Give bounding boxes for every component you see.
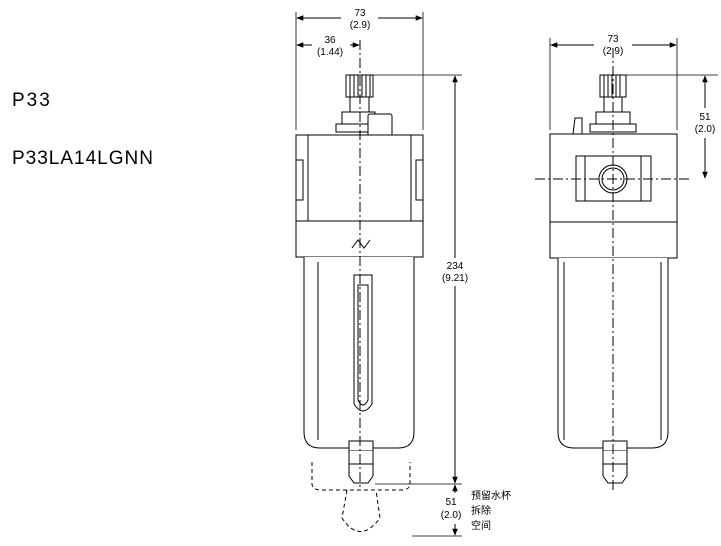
series-label: P33	[12, 90, 52, 111]
clearance-note-line-2: 拆除	[471, 504, 491, 517]
dim-front-overall-width: 73 (2.9)	[296, 8, 423, 31]
dim-front-overall-height: 234 (9.21)	[442, 75, 468, 484]
dim-clearance-in: (2.0)	[441, 510, 462, 521]
dim-side-width-mm: 73	[607, 34, 619, 45]
dim-side-overall-width: 73 (2.9)	[550, 34, 677, 57]
dim-side-port-height: 51 (2.0)	[695, 75, 716, 179]
front-view	[295, 12, 462, 537]
clearance-note-line-3: 空间	[471, 519, 491, 532]
dim-port-height-in: (2.0)	[695, 124, 716, 135]
dim-bowl-clearance: 51 (2.0) 预留水杯 拆除 空间	[441, 484, 511, 536]
bowl-front	[303, 239, 415, 484]
dim-half-width-mm: 36	[324, 35, 336, 46]
dim-front-half-width: 36 (1.44)	[296, 35, 360, 58]
dim-front-width-mm: 73	[354, 8, 366, 19]
side-view	[535, 38, 718, 492]
dim-front-width-in: (2.9)	[350, 20, 371, 31]
clearance-note-line-1: 预留水杯	[471, 489, 511, 502]
part-number-label: P33LA14LGNN	[12, 148, 154, 169]
bowl-removal-outline	[311, 462, 411, 491]
fill-plug-front	[367, 113, 393, 137]
dim-clearance-mm: 51	[445, 497, 457, 508]
dim-half-width-in: (1.44)	[317, 47, 343, 58]
adjustment-knob-side	[572, 74, 637, 135]
dim-port-height-mm: 51	[699, 112, 711, 123]
dim-height-in: (9.21)	[442, 273, 468, 284]
dim-side-width-in: (2.9)	[603, 46, 624, 57]
dim-height-mm: 234	[447, 261, 464, 272]
